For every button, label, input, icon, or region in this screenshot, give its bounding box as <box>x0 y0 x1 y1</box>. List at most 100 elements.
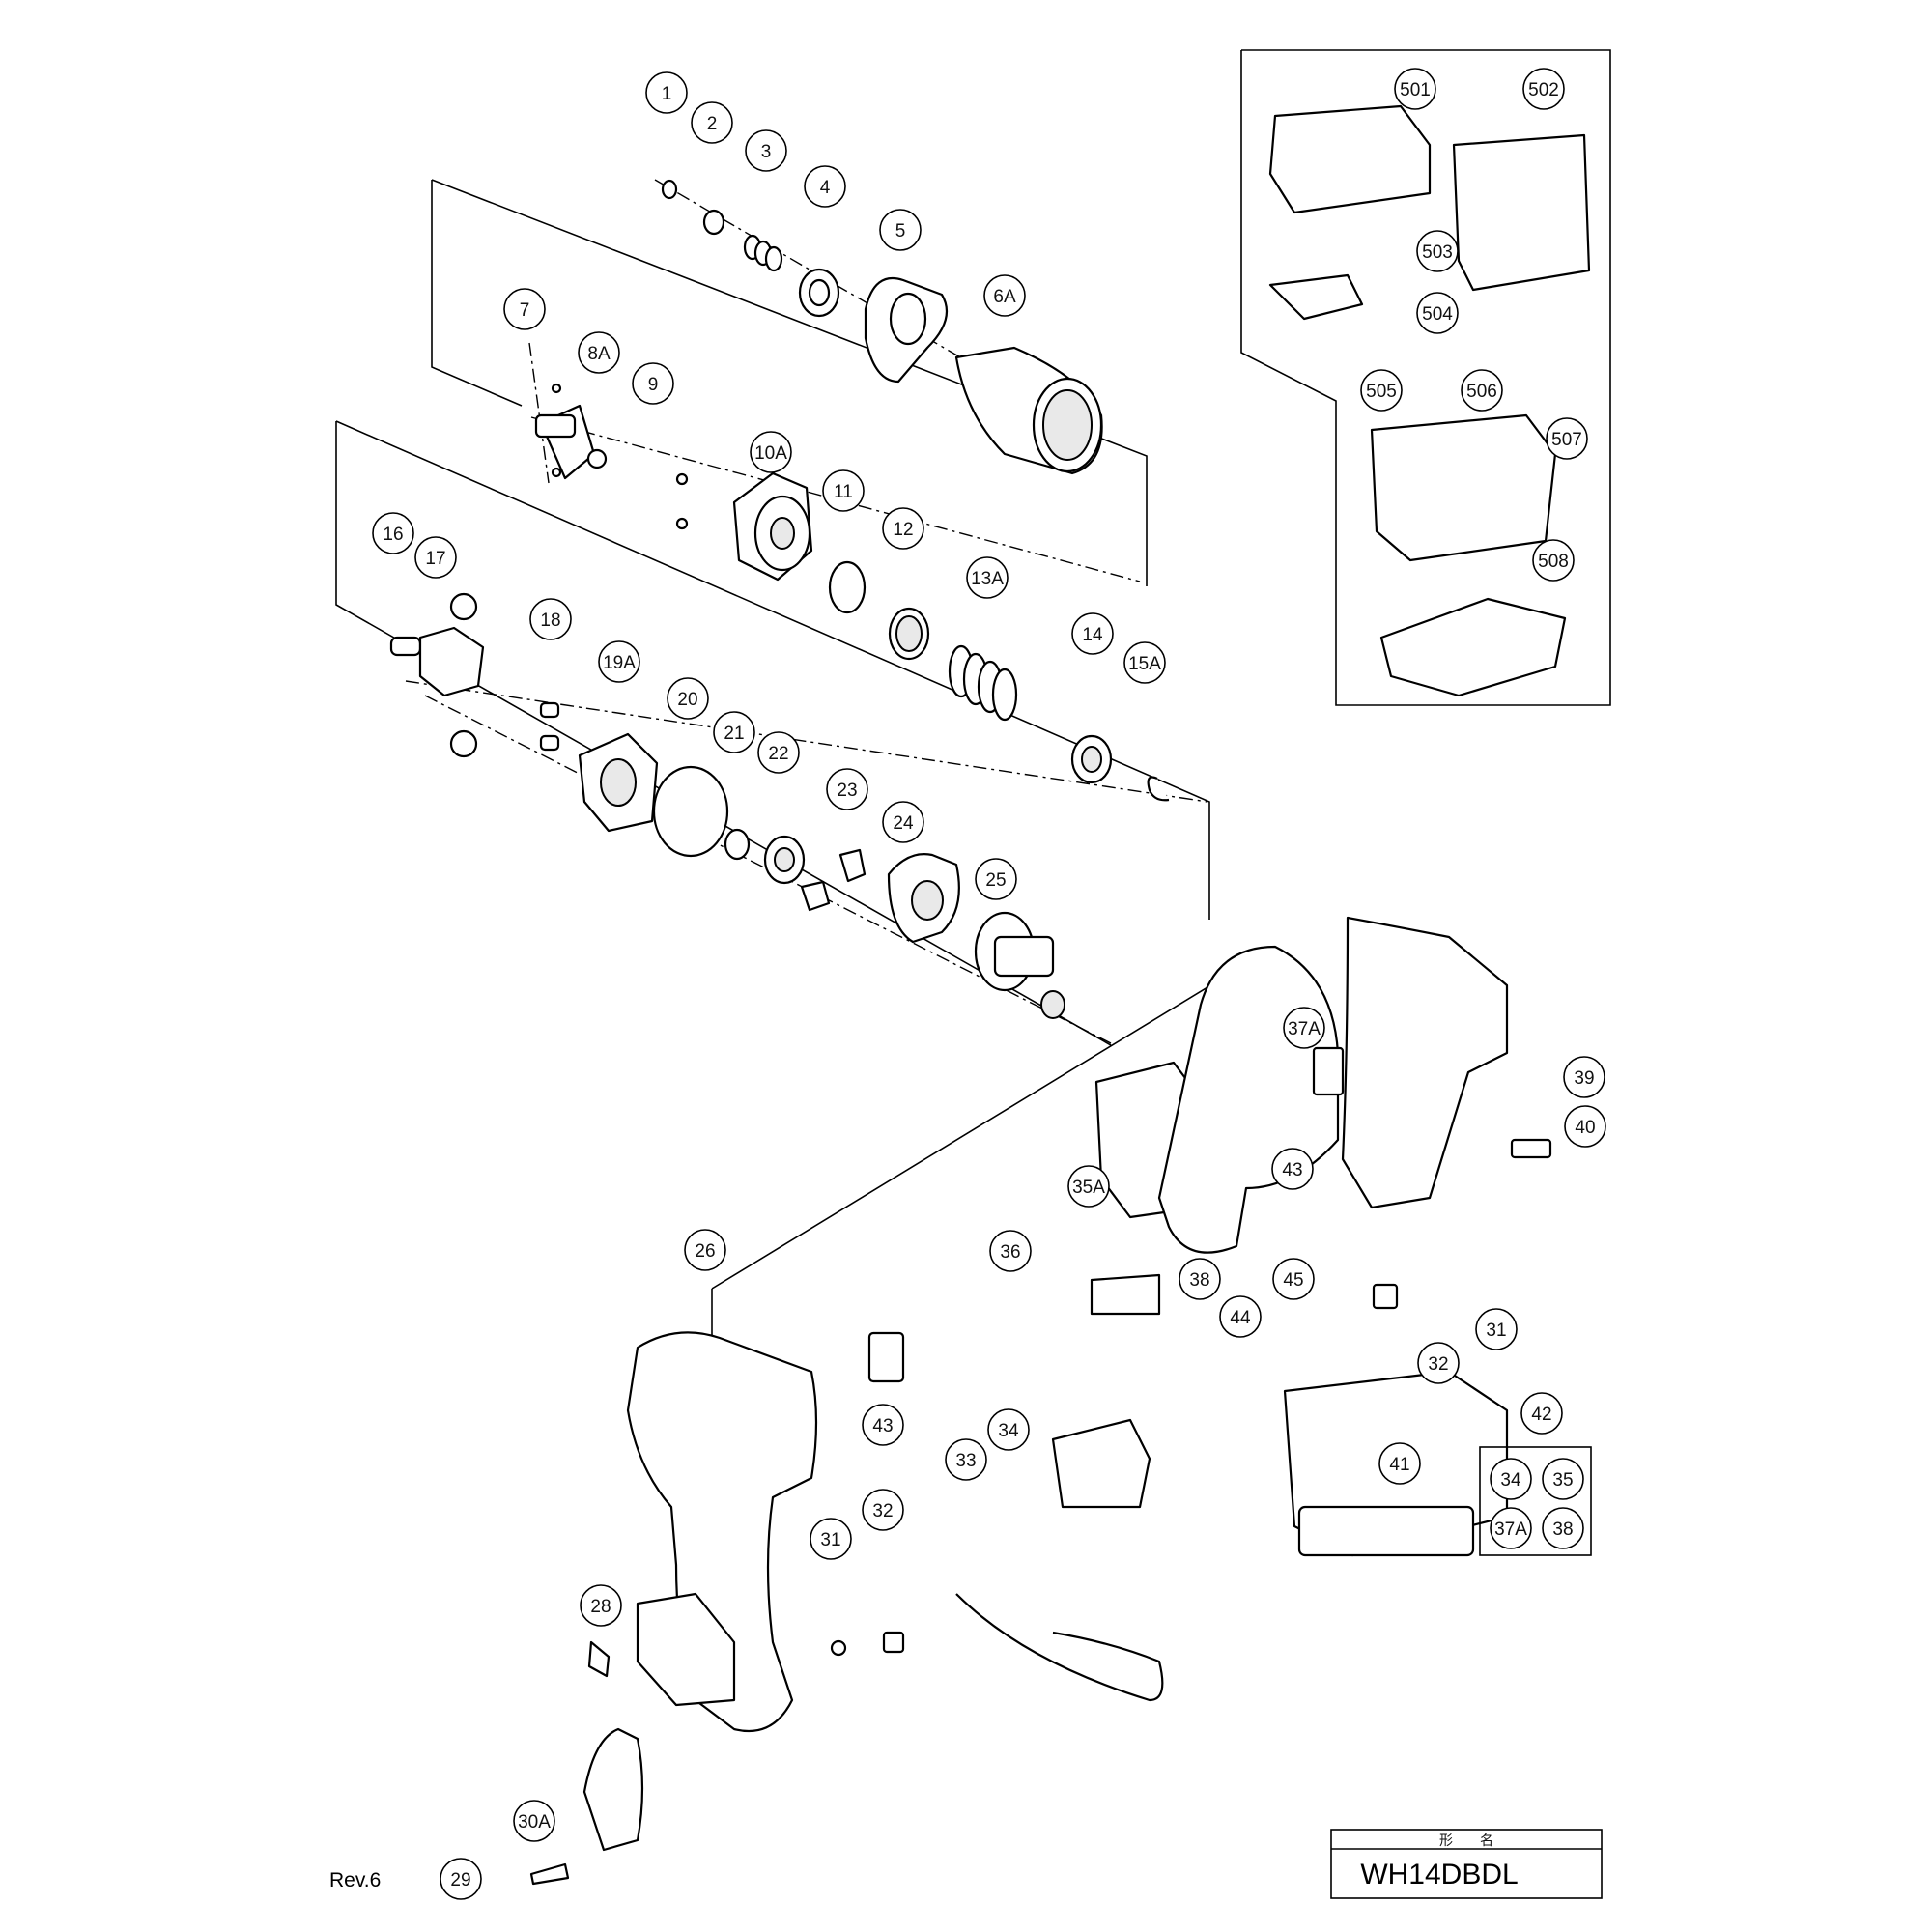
part-callout-30A: 30A <box>513 1800 555 1842</box>
part-callout-2: 2 <box>691 101 733 144</box>
callout-circle <box>1542 1507 1584 1549</box>
callout-circle <box>804 165 846 208</box>
callout-label: 34 <box>1500 1470 1521 1491</box>
callout-circle <box>966 556 1009 599</box>
part-callout-12: 12 <box>882 507 924 550</box>
callout-label: 17 <box>425 549 445 569</box>
callout-label: 508 <box>1538 552 1569 572</box>
callout-label: 18 <box>540 611 560 631</box>
callout-label: 21 <box>724 724 744 744</box>
callout-label: 29 <box>450 1870 470 1890</box>
callout-circle <box>1378 1442 1421 1485</box>
part-callout-41: 41 <box>1378 1442 1421 1485</box>
kit-callout-35: 35 <box>1542 1458 1584 1500</box>
part-callout-44: 44 <box>1219 1295 1262 1338</box>
callout-circle <box>1546 417 1588 460</box>
housing-parts <box>529 916 1552 1886</box>
callout-label: 9 <box>648 375 659 395</box>
kit-callout-34: 34 <box>1490 1458 1532 1500</box>
callout-label: 38 <box>1189 1270 1209 1291</box>
callout-label: 501 <box>1400 80 1431 100</box>
part-callout-4: 4 <box>804 165 846 208</box>
callout-circle <box>826 768 868 810</box>
callout-label: 37A <box>1494 1520 1527 1540</box>
callout-circle <box>414 536 457 579</box>
callout-label: 20 <box>677 690 697 710</box>
callout-label: 16 <box>383 525 403 545</box>
callout-label: 40 <box>1575 1118 1595 1138</box>
callout-label: 1 <box>662 84 672 104</box>
callout-circle <box>598 640 640 683</box>
callout-label: 506 <box>1466 382 1497 402</box>
callout-label: 28 <box>590 1597 611 1617</box>
callout-circle <box>1219 1295 1262 1338</box>
part-callout-32: 32 <box>862 1489 904 1531</box>
callout-circle <box>879 209 922 251</box>
part-callout-36: 36 <box>989 1230 1032 1272</box>
part-callout-43: 43 <box>1271 1148 1314 1190</box>
callout-circle <box>1067 1165 1110 1208</box>
part-callout-37A: 37A <box>1283 1007 1325 1049</box>
callout-circle <box>1520 1392 1563 1435</box>
front-assembly-parts <box>661 179 1103 475</box>
callout-circle <box>862 1489 904 1531</box>
callout-circle <box>1417 1342 1460 1384</box>
callout-label: 41 <box>1389 1455 1409 1475</box>
callout-label: 35 <box>1552 1470 1573 1491</box>
part-callout-9: 9 <box>632 362 674 405</box>
part-callout-45: 45 <box>1272 1258 1315 1300</box>
callout-circle <box>713 711 755 753</box>
callout-circle <box>822 469 865 512</box>
callout-circle <box>372 512 414 554</box>
part-callout-28: 28 <box>580 1584 622 1627</box>
part-callout-42: 42 <box>1520 1392 1563 1435</box>
callout-label: 36 <box>1000 1242 1020 1263</box>
part-callout-15A: 15A <box>1123 641 1166 684</box>
callout-label: 22 <box>768 744 788 764</box>
callout-circle <box>529 598 572 640</box>
callout-circle <box>975 858 1017 900</box>
callout-circle <box>882 801 924 843</box>
callout-circle <box>1283 1007 1325 1049</box>
part-callout-503: 503 <box>1416 230 1459 272</box>
callout-circle <box>440 1858 482 1900</box>
callout-label: 45 <box>1283 1270 1303 1291</box>
part-callout-22: 22 <box>757 731 800 774</box>
part-callout-31: 31 <box>810 1518 852 1560</box>
callout-label: 38 <box>1552 1520 1573 1540</box>
assembly-outline-lines <box>335 49 1611 1348</box>
part-callout-502: 502 <box>1522 68 1565 110</box>
part-callout-6A: 6A <box>983 274 1026 317</box>
callout-circle <box>1071 612 1114 655</box>
part-callouts: 123456A78A910A111213A1415A16171819A20212… <box>372 68 1606 1900</box>
callout-circle <box>750 431 792 473</box>
callout-label: 503 <box>1422 242 1453 263</box>
callout-label: 505 <box>1366 382 1397 402</box>
callout-label: 11 <box>834 482 853 502</box>
part-callout-501: 501 <box>1394 68 1436 110</box>
hammer-assembly-parts <box>534 383 1170 802</box>
model-title-block: 形 名 WH14DBDL <box>1330 1829 1603 1899</box>
part-callout-35A: 35A <box>1067 1165 1110 1208</box>
part-callout-20: 20 <box>667 677 709 720</box>
callout-label: 13A <box>971 569 1004 589</box>
callout-label: 30A <box>518 1812 551 1833</box>
callout-label: 24 <box>893 813 914 834</box>
callout-circle <box>1563 1056 1605 1098</box>
callout-circle <box>1542 1458 1584 1500</box>
callout-circle <box>1532 539 1575 582</box>
callout-label: 19A <box>603 653 636 673</box>
callout-circle <box>1271 1148 1314 1190</box>
callout-circle <box>667 677 709 720</box>
part-callout-23: 23 <box>826 768 868 810</box>
callout-label: 43 <box>1282 1160 1302 1180</box>
part-callout-25: 25 <box>975 858 1017 900</box>
callout-circle <box>1522 68 1565 110</box>
callout-label: 32 <box>872 1501 893 1521</box>
callout-label: 6A <box>993 287 1016 307</box>
callout-label: 34 <box>998 1421 1019 1441</box>
callout-circle <box>882 507 924 550</box>
callout-circle <box>862 1404 904 1446</box>
callout-label: 32 <box>1428 1354 1448 1375</box>
